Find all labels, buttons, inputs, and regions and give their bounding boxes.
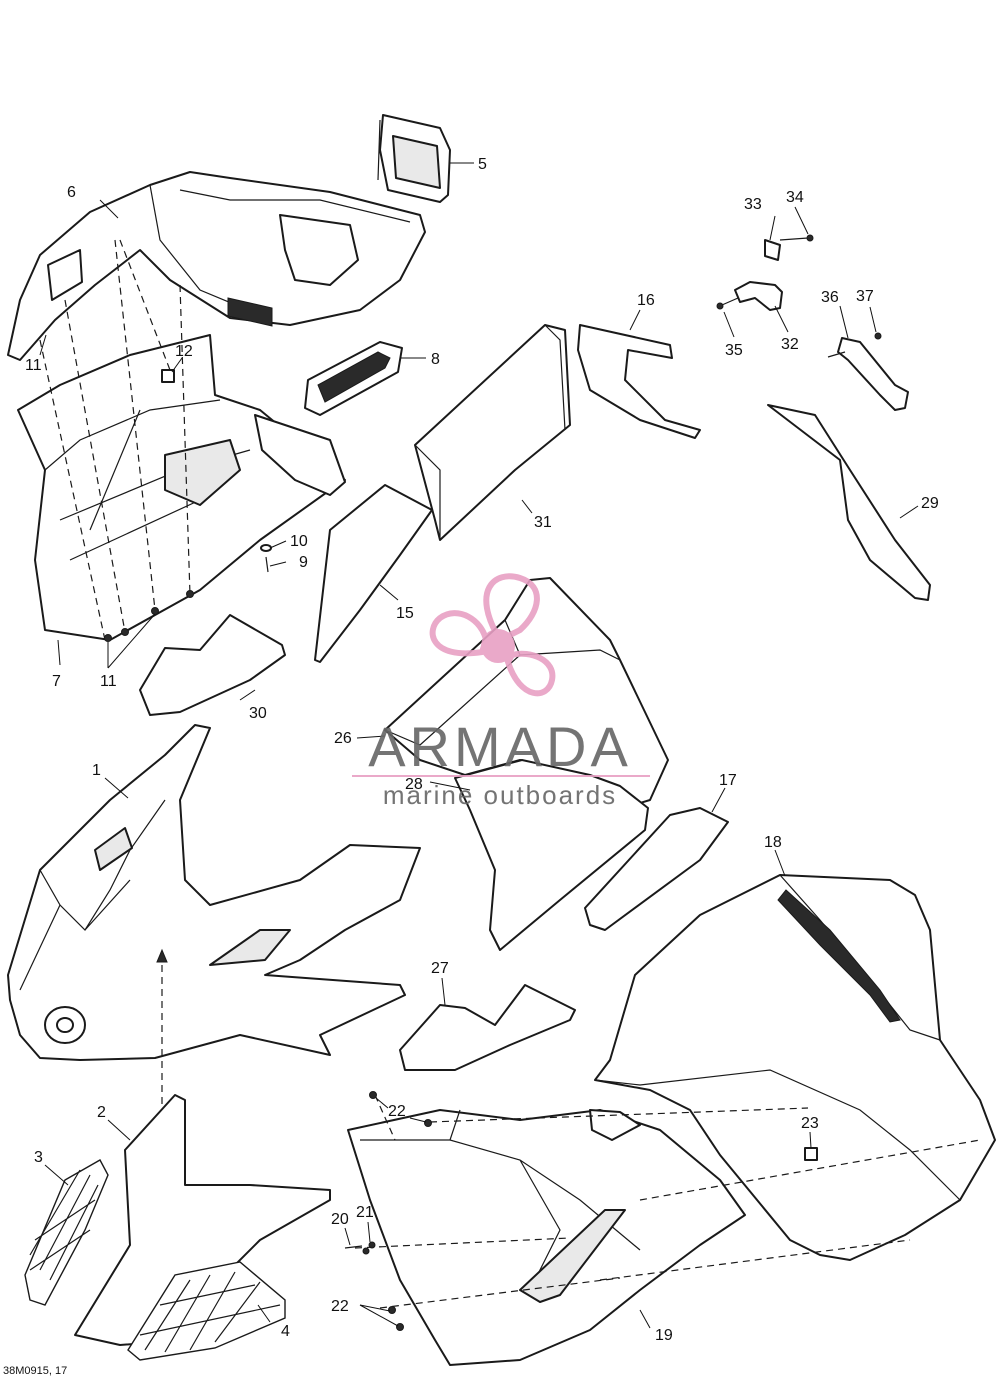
parts-32-37-brackets: [716, 234, 909, 411]
watermark-tagline: marine outboards: [383, 780, 617, 810]
callout-27: 27: [431, 960, 449, 977]
armada-watermark: ARMADA marine outboards: [352, 573, 650, 810]
assembly-lines-upper: [39, 239, 191, 641]
callout-9: 9: [299, 554, 308, 571]
hardware-clips-upper: [104, 369, 272, 642]
callout-29: 29: [921, 495, 939, 512]
leader-lines: [39, 199, 877, 1329]
callout-15: 15: [396, 605, 414, 622]
callout-6: 6: [67, 184, 76, 201]
diagram-reference: 38M0915, 17: [3, 1365, 67, 1377]
part-30-foam-pad: [139, 614, 286, 716]
part-15-side-panel: [314, 484, 433, 663]
callout-18: 18: [764, 834, 782, 851]
callout-22: 22: [388, 1103, 406, 1120]
callout-31: 31: [534, 514, 552, 531]
callout-1: 1: [92, 762, 101, 779]
callout-11: 11: [100, 673, 117, 690]
part-29-side-foam: [767, 404, 931, 601]
part-6-upper-frame: [7, 171, 426, 361]
part-1-hood: [7, 724, 421, 1188]
callout-23: 23: [801, 1115, 819, 1132]
callout-11: 11: [25, 357, 42, 374]
callout-labels: 5 6 11 12 8 10 9 7 11 30 15 16 31 33 34 …: [25, 156, 939, 1344]
callout-4: 4: [281, 1323, 290, 1340]
callout-35: 35: [725, 342, 743, 359]
hardware-lower: [344, 1091, 432, 1331]
part-31-side-insulation: [414, 324, 571, 541]
part-28-center-insulation: [454, 759, 649, 951]
callout-12: 12: [175, 343, 193, 360]
assembly-lines-lower: [354, 1094, 981, 1309]
callout-8: 8: [431, 351, 440, 368]
part-7-lower-panel: [17, 334, 346, 641]
callout-10: 10: [290, 533, 308, 550]
callout-37: 37: [856, 288, 874, 305]
part-19-lower-panel: [347, 1109, 746, 1366]
callout-16: 16: [637, 292, 655, 309]
part-3-mesh-grille: [24, 1159, 109, 1306]
callout-7: 7: [52, 673, 61, 690]
part-27-foam-pad: [399, 984, 576, 1071]
callout-21: 21: [356, 1204, 374, 1221]
callout-34: 34: [786, 189, 804, 206]
callout-32: 32: [781, 336, 799, 353]
callout-36: 36: [821, 289, 839, 306]
part-17-strip: [584, 807, 729, 931]
callout-28: 28: [405, 776, 423, 793]
callout-5: 5: [478, 156, 487, 173]
watermark-brand: ARMADA: [368, 715, 632, 778]
callout-26: 26: [334, 730, 352, 747]
callout-3: 3: [34, 1149, 43, 1166]
propeller-logo-icon: [429, 573, 556, 697]
callout-17: 17: [719, 772, 737, 789]
callout-22: 22: [331, 1298, 349, 1315]
callout-20: 20: [331, 1211, 349, 1228]
callout-2: 2: [97, 1104, 106, 1121]
callout-19: 19: [655, 1327, 673, 1344]
callout-30: 30: [249, 705, 267, 722]
part-18-side-panel: [594, 874, 996, 1261]
part-5-gauge-housing: [377, 114, 474, 203]
part-8-vent-grille: [304, 341, 426, 416]
callout-33: 33: [744, 196, 762, 213]
part-4-mesh-grille: [127, 1261, 286, 1361]
part-16-side-insulation: [577, 309, 701, 439]
